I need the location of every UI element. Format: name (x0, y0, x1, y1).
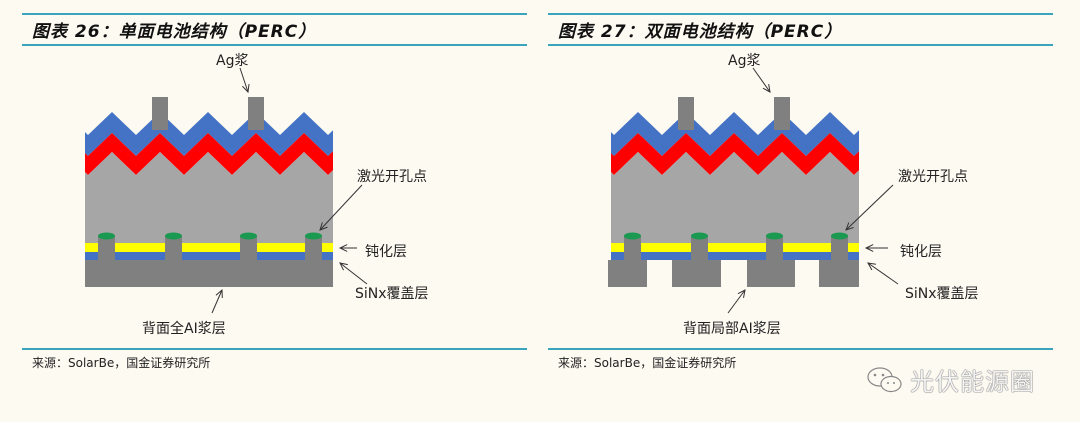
laser-opening-contact (691, 232, 708, 240)
label-back-local-al: 背面局部AI浆层 (683, 321, 781, 337)
pointer-arrowhead (319, 222, 328, 231)
laser-opening-contact (305, 232, 322, 240)
figure-27: 图表 27：双面电池结构（PERC） Ag浆 激光开孔点 钝化层 SiNx覆盖层… (548, 0, 1053, 380)
source-rule (548, 348, 1053, 350)
pointer-arrowhead (737, 289, 746, 298)
label-ag-paste: Ag浆 (728, 53, 761, 69)
label-laser-opening: 激光开孔点 (357, 169, 427, 185)
figure-26: 图表 26：单面电池结构（PERC） Ag浆 激光开孔点 钝化层 SiNx覆盖层… (22, 0, 527, 380)
pointer-arrowhead (339, 262, 348, 271)
rear-contact-post (165, 235, 182, 261)
sinx-rear-layer (611, 252, 859, 260)
rear-contact-post (831, 235, 848, 261)
label-sinx: SiNx覆盖层 (905, 286, 979, 302)
single-sided-cell-diagram (85, 67, 368, 314)
ag-finger (774, 97, 790, 130)
sinx-rear-layer (85, 252, 333, 260)
pointer-arrow-line (845, 184, 894, 231)
passivation-layer (85, 243, 333, 252)
sinx-front-layer (85, 112, 333, 156)
pointer-arrowhead (338, 244, 348, 252)
pointer-arrowhead (864, 244, 874, 252)
pointer-arrowhead (762, 84, 771, 93)
rear-local-al-segment (608, 260, 647, 287)
emitter-layer (611, 133, 859, 175)
rear-contact-post (766, 235, 783, 261)
rear-full-al-layer (85, 260, 333, 287)
pointer-arrow-line (727, 289, 746, 314)
rear-local-al-segment (747, 260, 795, 287)
bifacial-cell-diagram (608, 67, 899, 314)
rear-local-al-segment (819, 260, 859, 287)
laser-opening-contact (624, 232, 641, 240)
pointer-arrowhead (867, 262, 876, 271)
source-note: 来源：SolarBe，国金证券研究所 (32, 356, 211, 370)
silicon-bulk (611, 152, 859, 243)
pointer-arrowhead (845, 222, 854, 231)
pointer-arrow-line (867, 262, 899, 285)
label-laser-opening: 激光开孔点 (898, 169, 968, 185)
laser-opening-contact (240, 232, 257, 240)
figure-title: 图表 26：单面电池结构（PERC） (32, 22, 317, 42)
ag-finger (678, 97, 694, 130)
emitter-layer (85, 133, 333, 175)
rear-contact-post (691, 235, 708, 261)
title-bottom-rule (22, 44, 527, 46)
ag-finger (248, 97, 264, 130)
title-top-rule (548, 13, 1053, 15)
pointer-arrow-line (339, 262, 368, 285)
pointer-arrow-line (319, 184, 363, 231)
laser-opening-contact (98, 232, 115, 240)
title-top-rule (22, 13, 527, 15)
silicon-bulk (85, 152, 333, 243)
label-sinx: SiNx覆盖层 (355, 286, 429, 302)
rear-contact-post (98, 235, 115, 261)
rear-contact-post (305, 235, 322, 261)
pointer-arrowhead (215, 288, 223, 299)
label-back-al: 背面全AI浆层 (142, 321, 226, 337)
watermark-text: 光伏能源圈 (910, 368, 1035, 396)
ag-finger (152, 97, 168, 130)
passivation-layer (611, 243, 859, 252)
source-note: 来源：SolarBe，国金证券研究所 (558, 356, 737, 370)
source-rule (22, 348, 527, 350)
rear-contact-post (624, 235, 641, 261)
title-bottom-rule (548, 44, 1053, 46)
label-passivation: 钝化层 (900, 244, 942, 260)
figure-title: 图表 27：双面电池结构（PERC） (558, 22, 843, 42)
laser-opening-contact (766, 232, 783, 240)
label-passivation: 钝化层 (365, 244, 407, 260)
pointer-arrow-line (752, 67, 771, 93)
label-ag-paste: Ag浆 (216, 53, 249, 69)
rear-contact-post (240, 235, 257, 261)
pointer-arrowhead (242, 84, 250, 94)
wechat-icon (867, 366, 902, 392)
pointer-arrow-line (211, 289, 223, 314)
watermark: 光伏能源圈 (866, 362, 1035, 397)
laser-opening-contact (165, 232, 182, 240)
laser-opening-contact (831, 232, 848, 240)
rear-local-al-segment (672, 260, 721, 287)
sinx-front-layer (611, 112, 859, 156)
pointer-arrow-line (239, 67, 249, 93)
